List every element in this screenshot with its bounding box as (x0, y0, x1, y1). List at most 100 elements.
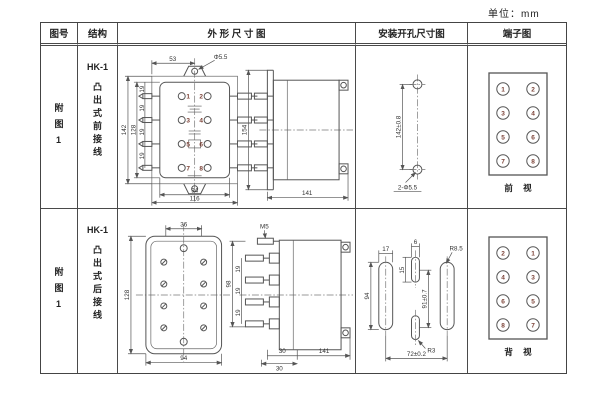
install-drawing-cell-2: 17 94 6 15 91±0.7 R8.5 R3 72±0.2 (356, 209, 468, 373)
header-install-dims: 安装开孔尺寸图 (356, 23, 468, 46)
dim-pitch: 19 (139, 104, 146, 111)
dim-pitch: 19 (235, 287, 242, 294)
terminal-number: 5 (501, 134, 505, 141)
structure-cell-2: HK-1 凸出式后接线 (78, 209, 118, 373)
fig-no-label: 附图1 (53, 266, 64, 316)
structure-cell-1: HK-1 凸出式前接线 (78, 46, 118, 209)
dim-width: 94 (180, 355, 187, 362)
dim-side-depth: 141 (302, 190, 313, 197)
spec-table: 图号 结构 外 形 尺 寸 图 安装开孔尺寸图 端子图 附图1 HK-1 凸出式… (40, 22, 567, 374)
dim-hole-callout: 2-Φ5.5 (398, 184, 418, 191)
terminal-number: 2 (531, 86, 535, 93)
terminal-number: 7 (186, 165, 190, 172)
dim-hole-dia: Φ5.5 (214, 53, 228, 60)
dim-side-depth: 141 (319, 348, 330, 355)
structure-type-label: 凸出式前接线 (92, 82, 102, 160)
terminal-number: 6 (531, 134, 535, 141)
dim-pitch: 19 (235, 308, 242, 315)
dim-radius-top: R8.5 (450, 245, 464, 252)
terminal-number: 4 (531, 110, 535, 117)
unit-label: 单位：mm (488, 9, 540, 20)
terminal-number: 2 (199, 93, 203, 100)
dim-depth-b: 30 (276, 365, 283, 372)
header-structure: 结构 (78, 23, 118, 46)
terminal-number: 3 (186, 117, 190, 124)
terminal-number: 4 (501, 274, 505, 281)
rear-terminal-screws (160, 258, 208, 331)
right-studs (229, 92, 258, 171)
terminal-number: 8 (501, 322, 505, 329)
terminal-contacts (177, 91, 212, 172)
dim-pitch: 19 (139, 127, 146, 134)
terminal-number: 2 (501, 250, 505, 257)
fig-no-cell-2: 附图1 (41, 209, 78, 373)
terminal-number: 5 (186, 141, 190, 148)
front-view: 36 128 94 (124, 221, 232, 366)
terminal-diagram-cell-2: 2 1 4 3 6 5 8 7 背 视 (468, 209, 566, 373)
dim-mid-width: 6 (414, 238, 418, 245)
model-label: HK-1 (86, 225, 108, 235)
dim-top-width: 53 (169, 55, 176, 62)
header-fig-no: 图号 (41, 23, 78, 46)
dim-hole-span: 72±0.2 (407, 350, 427, 357)
dim-height-inner: 128 (130, 124, 137, 135)
front-view: 1 2 3 4 5 6 7 8 53 Φ5.5 142 (121, 53, 258, 206)
structure-type-label: 凸出式后接线 (92, 245, 102, 323)
install-drawing-rear-wired: 17 94 6 15 91±0.7 R8.5 R3 72±0.2 (364, 238, 464, 361)
terminal-number: 8 (531, 158, 535, 165)
terminal-number: 6 (199, 141, 203, 148)
side-view: 154 141 (241, 69, 354, 201)
outline-drawing-front-wired: 1 2 3 4 5 6 7 8 53 Φ5.5 142 (121, 53, 354, 206)
terminal-diagram-rear: 2 1 4 3 6 5 8 7 背 视 (488, 235, 548, 357)
terminal-diagram-cell-1: 1 2 3 4 5 6 7 8 前 视 (468, 46, 566, 209)
dim-thread: M5 (260, 223, 269, 230)
model-label: HK-1 (86, 62, 108, 72)
dim-pitch: 19 (235, 265, 242, 272)
fig-no-label: 附图1 (53, 102, 64, 152)
side-studs (253, 92, 274, 171)
terminal-circles (496, 245, 540, 332)
dim-depth-a: 30 (279, 348, 286, 355)
view-label: 背 视 (504, 347, 535, 357)
dim-pitch: 19 (139, 151, 146, 158)
rear-studs (244, 237, 280, 329)
terminal-number: 7 (531, 322, 535, 329)
terminal-number: 6 (501, 298, 505, 305)
dim-stud-span: 98 (226, 280, 233, 287)
dim-width-outer: 116 (190, 195, 201, 202)
outline-drawing-cell-2: 36 128 94 (118, 209, 356, 373)
dim-height-outer: 142 (121, 124, 128, 135)
dim-width-inner: 94 (191, 187, 198, 194)
dim-hole-pitch: 91±0.7 (421, 288, 428, 308)
dim-height: 128 (124, 289, 131, 300)
dim-slot-width: 17 (382, 245, 389, 252)
terminal-circles (496, 81, 540, 168)
terminal-number: 3 (531, 274, 535, 281)
dim-top-width: 36 (180, 221, 187, 228)
internal-symbols (187, 105, 202, 176)
outline-drawing-rear-wired: 36 128 94 (124, 221, 354, 372)
fig-no-cell-1: 附图1 (41, 46, 78, 209)
terminal-number: 7 (501, 158, 505, 165)
dim-slot-height: 94 (364, 291, 371, 298)
dim-mid-height: 15 (399, 266, 406, 273)
dim-pitch: 19 (139, 85, 146, 92)
side-view: M5 98 19 19 19 30 30 (226, 223, 354, 372)
header-outline-dims: 外 形 尺 寸 图 (118, 23, 356, 46)
header-terminal-diagram: 端子图 (468, 23, 566, 46)
dim-radius-bottom: R3 (427, 347, 436, 354)
terminal-diagram-front: 1 2 3 4 5 6 7 8 前 视 (488, 71, 548, 193)
terminal-number: 5 (531, 298, 535, 305)
outline-drawing-cell-1: 1 2 3 4 5 6 7 8 53 Φ5.5 142 (118, 46, 356, 209)
install-drawing-front-wired: 142±0.8 2-Φ5.5 (393, 73, 426, 192)
dim-side-height: 154 (241, 124, 248, 135)
dim-hole-pitch: 142±0.8 (396, 115, 403, 138)
view-label: 前 视 (504, 183, 535, 193)
terminal-number: 1 (186, 93, 190, 100)
terminal-number: 8 (199, 165, 203, 172)
terminal-number: 1 (531, 250, 535, 257)
terminal-number: 3 (501, 110, 505, 117)
terminal-number: 1 (501, 86, 505, 93)
terminal-number: 4 (199, 117, 203, 124)
